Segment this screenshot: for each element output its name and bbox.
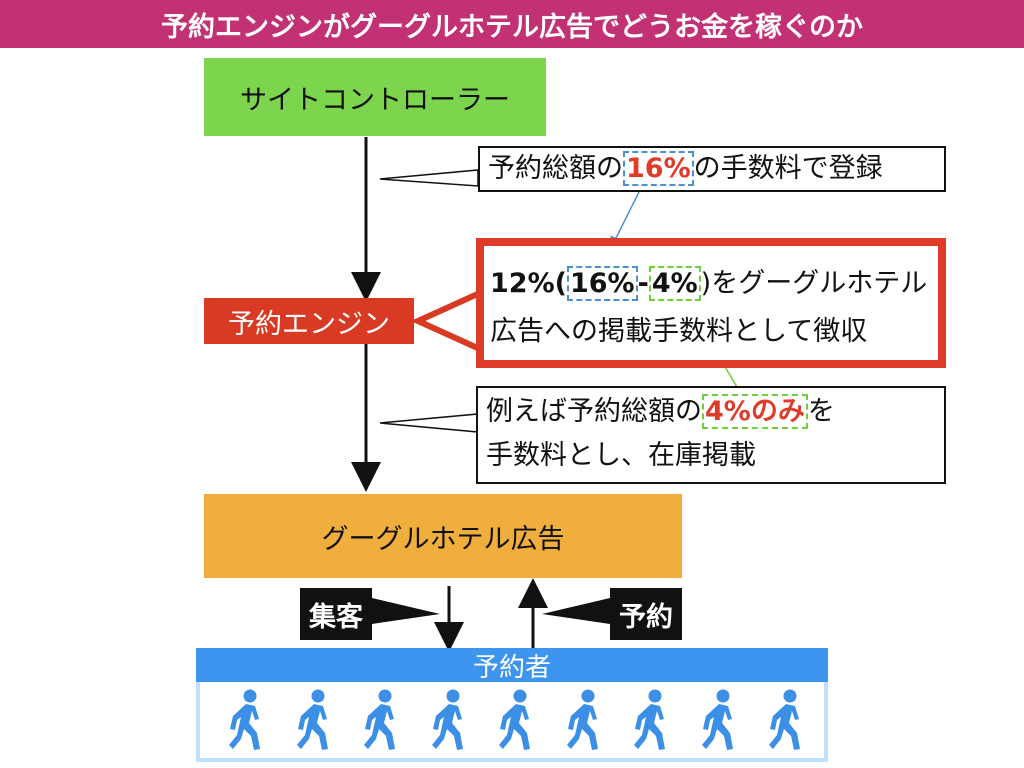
attract-tag-label: 集客 [309, 601, 363, 633]
note-main-4pct: 4% [648, 266, 701, 301]
note-main-l1c: - [637, 268, 649, 299]
note-bottom-line2: 手数料とし、在庫掲載 [486, 440, 756, 471]
callout-pointer-top [379, 169, 479, 187]
title-bar: 予約エンジンがグーグルホテル広告でどうお金を稼ぐのか [0, 0, 1024, 48]
booker-area [196, 682, 828, 762]
walking-person-icon [296, 689, 328, 750]
attract-tag: 集客 [300, 588, 372, 640]
site-controller-node: サイトコントローラー [204, 58, 546, 136]
walking-person-icon [364, 689, 395, 750]
note-main-line2: 広告への掲載手数料として徴収 [490, 316, 868, 347]
note-main-16pct: 16% [566, 266, 638, 301]
reserve-tag-label: 予約 [619, 601, 673, 633]
note-bottom-suffix: を [807, 396, 835, 427]
note-bottom-highlight: 4%のみ [702, 394, 808, 429]
walking-person-icon [634, 689, 665, 750]
walking-person-icon [499, 689, 530, 750]
note-main: 12%(16%-4%)をグーグルホテル 広告への掲載手数料として徴収 [476, 238, 946, 368]
walking-person-icon [566, 689, 598, 750]
site-controller-label: サイトコントローラー [240, 84, 510, 116]
walking-person-icon [769, 689, 800, 750]
walkers-row [226, 682, 806, 758]
callout-pointer-bottom [379, 413, 479, 433]
google-hotel-ads-label: グーグルホテル広告 [321, 523, 565, 555]
page-title: 予約エンジンがグーグルホテル広告でどうお金を稼ぐのか [161, 11, 863, 43]
booker-label: 予約者 [472, 652, 551, 683]
walking-person-icon [701, 689, 733, 750]
note-main-l1a: 12%( [490, 268, 567, 299]
booker-bar: 予約者 [196, 648, 828, 683]
walking-person-icon [431, 689, 463, 750]
google-hotel-ads-node: グーグルホテル広告 [204, 494, 682, 578]
note-main-l1e: )をグーグルホテル [700, 268, 928, 299]
note-top-highlight: 16% [623, 151, 694, 186]
note-main-line1: 12%(16%-4%)をグーグルホテル [490, 260, 938, 308]
note-top-suffix: の手数料で登録 [693, 153, 883, 184]
reserve-tag: 予約 [610, 588, 682, 640]
walking-person-icon [229, 689, 260, 750]
note-bottom-prefix: 例えば予約総額の [486, 396, 702, 427]
attract-pointer [372, 598, 440, 624]
main-callout-pointer [412, 288, 484, 354]
note-top-prefix: 予約総額の [488, 153, 623, 184]
booking-engine-label: 予約エンジン [228, 308, 390, 340]
blue-link [610, 189, 641, 249]
booking-engine-node: 予約エンジン [204, 298, 414, 344]
reserve-pointer [542, 598, 610, 624]
